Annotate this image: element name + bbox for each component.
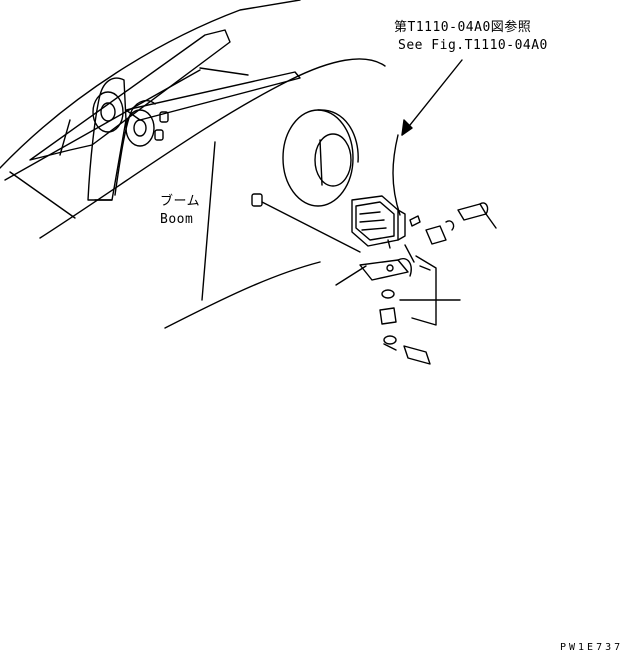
drawing-number: PW1E737 [560,642,624,653]
hardware-items [252,194,496,364]
boom-label-jp: ブーム [160,194,201,209]
reference-label-jp: 第T1110-04A0図参照 [394,20,532,35]
cylinder-boss [283,110,358,206]
reference-leader [393,60,462,215]
boom-linkage [30,30,300,200]
boom-label-en: Boom [160,212,194,227]
boom-outline [0,0,385,328]
work-lamp [352,196,405,248]
reference-label-en: See Fig.T1110-04A0 [398,38,548,53]
lamp-bracket [360,245,414,280]
callout-lines [336,256,460,325]
